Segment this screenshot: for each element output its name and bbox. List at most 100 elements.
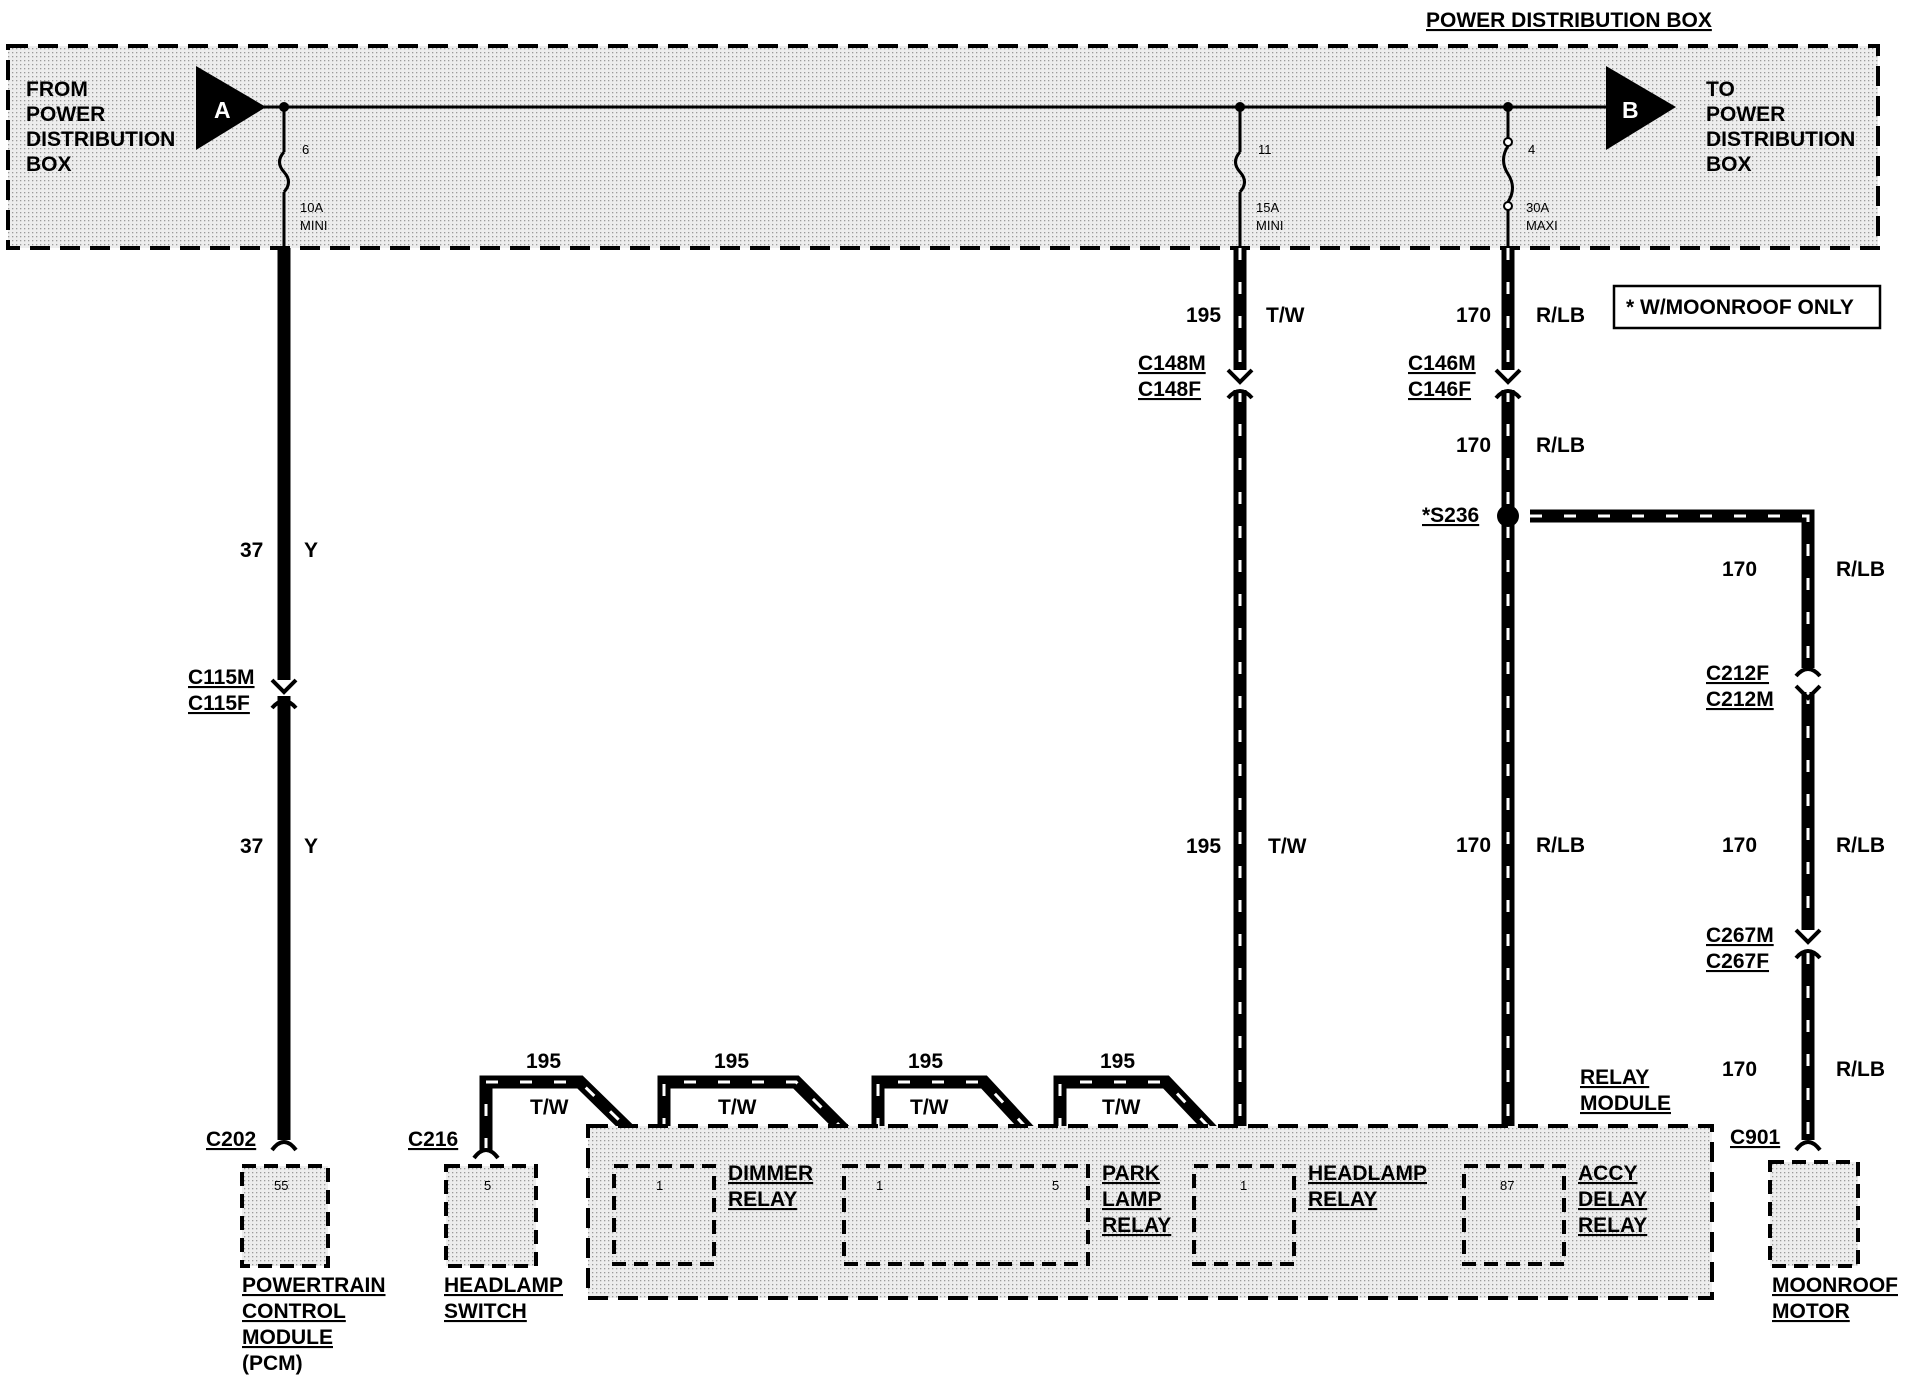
connector-a-letter: A: [214, 97, 231, 123]
park-lamp-relay: [842, 1164, 1090, 1266]
wire-195-jumpers: [479, 1075, 1249, 1169]
svg-text:DISTRIBUTION: DISTRIBUTION: [26, 128, 175, 151]
headlamp-relay-pin: 1: [1240, 1178, 1247, 1193]
fuse-6-icon: [278, 107, 290, 248]
dimmer-relay-pin: 1: [656, 1178, 663, 1193]
park-lamp-relay-label: LAMP: [1102, 1188, 1162, 1211]
moonroof-motor-label: MOTOR: [1772, 1300, 1850, 1323]
pdb-to-label: TO POWER DISTRIBUTION BOX: [1706, 78, 1855, 176]
connector-b-icon: [1606, 66, 1676, 150]
connector-c146-icon: [1494, 368, 1522, 385]
accy-delay-relay: [1462, 1164, 1566, 1266]
fuse-4-type: MAXI: [1526, 218, 1558, 233]
headlamp-relay-label: RELAY: [1308, 1188, 1377, 1211]
fuse-11-rating: 15A: [1256, 200, 1279, 215]
connector-c148f: C148F: [1138, 378, 1201, 401]
connector-c146m: C146M: [1408, 352, 1476, 375]
headlamp-switch-component: [444, 1164, 538, 1268]
dimmer-relay-label: DIMMER: [728, 1162, 813, 1185]
pcm-label: CONTROL: [242, 1300, 346, 1323]
fuse-4-rating: 30A: [1526, 200, 1549, 215]
dimmer-relay: [612, 1164, 716, 1266]
svg-text:TO: TO: [1706, 78, 1735, 101]
connector-c267-icon: [1794, 928, 1822, 945]
wire-195-color: T/W: [1266, 304, 1305, 327]
pdb-from-label: FROM POWER DISTRIBUTION BOX: [26, 78, 175, 176]
fuse-11-icon: [1234, 107, 1246, 248]
accy-delay-relay-label: ACCY: [1578, 1162, 1638, 1185]
connector-c267-icon: [1794, 949, 1822, 960]
connector-c146f: C146F: [1408, 378, 1471, 401]
wire-195-color: T/W: [1102, 1096, 1141, 1119]
connector-c202: C202: [206, 1128, 256, 1151]
accy-delay-relay-label: DELAY: [1578, 1188, 1647, 1211]
headlamp-relay-label: HEADLAMP: [1308, 1162, 1427, 1185]
wire-170-number: 170: [1722, 558, 1757, 581]
dimmer-relay-label: RELAY: [728, 1188, 797, 1211]
fuse-11-number: 11: [1258, 142, 1272, 157]
connector-c115m: C115M: [188, 666, 255, 689]
connector-c115f: C115F: [188, 692, 250, 715]
svg-text:BOX: BOX: [26, 153, 72, 176]
fuse-6-type: MINI: [300, 218, 327, 233]
wire-195-number: 195: [714, 1050, 749, 1073]
connector-c212-icon: [1794, 667, 1822, 678]
connector-c146-icon: [1494, 389, 1522, 400]
pcm-component: [240, 1164, 330, 1268]
pcm-label: (PCM): [242, 1352, 303, 1375]
connector-c212m: C212M: [1706, 688, 1774, 711]
wire-195-color: T/W: [910, 1096, 949, 1119]
connector-c212f: C212F: [1706, 662, 1769, 685]
wire-170-color: R/LB: [1536, 304, 1585, 327]
pcm-pin: 55: [274, 1178, 288, 1193]
power-distribution-box: [6, 44, 1880, 250]
wire-170-branch: [1530, 509, 1815, 1140]
wire-170-number: 170: [1722, 1058, 1757, 1081]
moonroof-motor-label: MOONROOF: [1772, 1274, 1898, 1297]
connector-c216-icon: [472, 1148, 500, 1160]
note-box: [1612, 284, 1882, 330]
park-lamp-relay-label: RELAY: [1102, 1214, 1171, 1237]
splice-s236: *S236: [1422, 504, 1479, 527]
connector-c216: C216: [408, 1128, 458, 1151]
wire-195-number: 195: [1100, 1050, 1135, 1073]
wire-195-number: 195: [526, 1050, 561, 1073]
fuse-4-number: 4: [1528, 142, 1535, 157]
wire-170-color: R/LB: [1536, 434, 1585, 457]
wire-170-number: 170: [1456, 304, 1491, 327]
connector-c202-icon: [270, 1140, 298, 1152]
note-text: * W/MOONROOF ONLY: [1626, 296, 1854, 319]
wire-170-number: 170: [1456, 834, 1491, 857]
wire-170-number: 170: [1722, 834, 1757, 857]
connector-c901-icon: [1794, 1140, 1822, 1152]
wire-37-color: Y: [304, 539, 318, 562]
fuse-6-number: 6: [302, 142, 309, 157]
wire-195-number: 195: [1186, 304, 1221, 327]
connector-c267m: C267M: [1706, 924, 1774, 947]
accy-delay-relay-label: RELAY: [1578, 1214, 1647, 1237]
wire-195-number: 195: [1186, 835, 1221, 858]
wire-37-number: 37: [240, 539, 263, 562]
svg-text:DISTRIBUTION: DISTRIBUTION: [1706, 128, 1855, 151]
park-lamp-relay-pin: 1: [876, 1178, 883, 1193]
relay-module-title: MODULE: [1580, 1092, 1671, 1115]
connector-b-letter: B: [1622, 97, 1639, 123]
fuse-6-rating: 10A: [300, 200, 323, 215]
headlamp-switch-label: SWITCH: [444, 1300, 527, 1323]
connector-c901: C901: [1730, 1126, 1781, 1149]
wire-170-color: R/LB: [1836, 834, 1885, 857]
moonroof-motor-component: [1768, 1160, 1860, 1268]
wire-37-color: Y: [304, 835, 318, 858]
connector-c115-icon: [270, 699, 298, 710]
park-lamp-relay-pin: 5: [1052, 1178, 1059, 1193]
svg-text:BOX: BOX: [1706, 153, 1752, 176]
connector-c212-icon: [1794, 684, 1822, 701]
headlamp-switch-label: HEADLAMP: [444, 1274, 563, 1297]
connector-a-icon: [196, 66, 266, 150]
connector-c148-icon: [1226, 368, 1254, 385]
svg-text:FROM: FROM: [26, 78, 88, 101]
headlamp-switch-pin: 5: [484, 1178, 491, 1193]
headlamp-relay: [1192, 1164, 1296, 1266]
fuse-11-type: MINI: [1256, 218, 1283, 233]
